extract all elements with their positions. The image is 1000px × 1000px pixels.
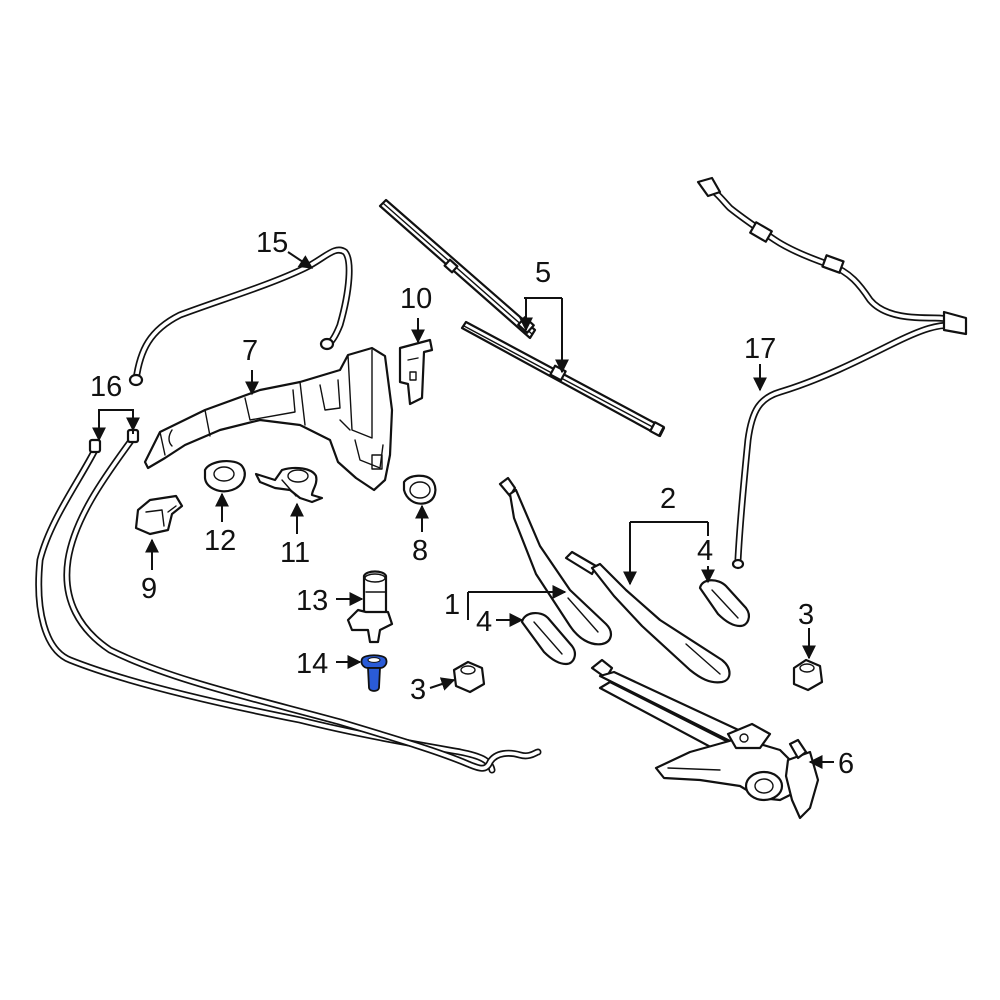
washer-pump-13 [346,570,394,644]
callout-16: 16 [90,371,122,403]
pump-grommet-14 [360,654,388,692]
arm-cover-4-right [698,579,750,628]
callout-15: 15 [256,227,288,259]
wiper-blade-lower [460,320,666,438]
callout-10: 10 [400,283,432,315]
wiper-arm-2 [564,550,731,684]
callout-leaders [92,251,834,769]
callout-labels: 15 7 10 16 9 12 11 8 13 14 3 3 5 1 4 2 4… [90,227,854,780]
washer-reservoir [143,346,394,492]
callout-13: 13 [296,585,328,617]
callout-1: 1 [444,589,460,621]
wiper-linkage-6 [590,658,820,820]
callout-14: 14 [296,648,328,680]
grommet-12 [203,460,246,493]
callout-11: 11 [280,537,310,569]
arm-cover-4-left [520,612,576,666]
connector-9 [134,494,184,536]
wiper-blade-upper [378,198,537,340]
callout-9: 9 [141,573,157,605]
washer-hose-16 [35,428,542,774]
washer-hose-17 [696,176,968,570]
callout-17: 17 [744,333,776,365]
callout-3-right: 3 [798,599,814,631]
callout-3-left: 3 [410,674,426,706]
callout-5: 5 [535,257,551,289]
pump-bracket-11 [254,466,324,504]
cap-8 [402,474,437,505]
callout-8: 8 [412,535,428,567]
nut-3-right [792,658,824,692]
washer-hose-15 [128,246,353,387]
callout-4-right: 4 [697,535,713,567]
callout-7: 7 [242,335,258,367]
bracket-10 [398,338,434,406]
wiper-arm-1 [498,476,612,646]
callout-4-left: 4 [476,606,492,638]
callout-2: 2 [660,483,676,515]
nut-3-left [452,660,486,694]
callout-12: 12 [204,525,236,557]
callout-6: 6 [838,748,854,780]
